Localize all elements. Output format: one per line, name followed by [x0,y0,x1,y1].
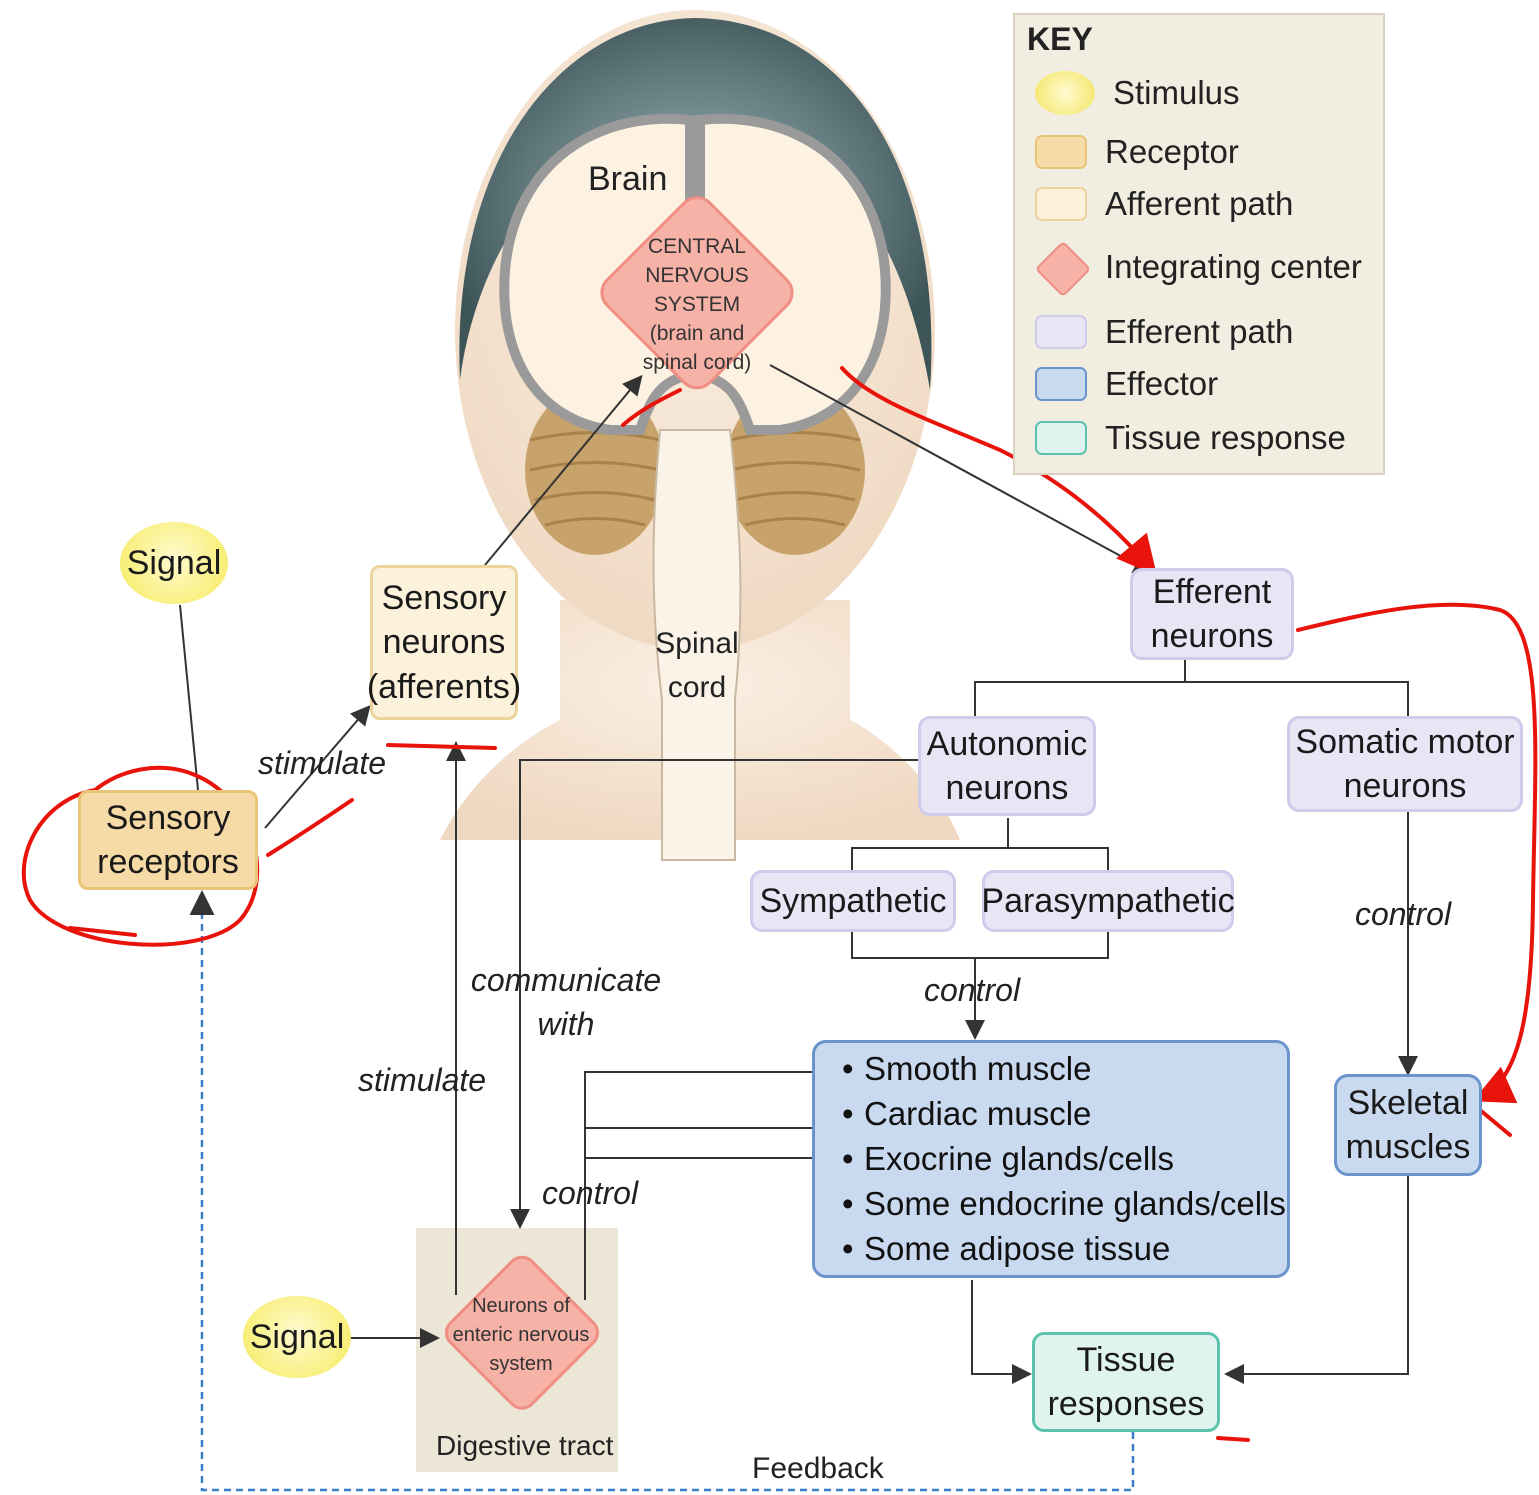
legend-title: KEY [1027,21,1093,58]
legend-item-tissue-response: Tissue response [1035,419,1346,457]
communicate-with-label: communicate with [468,958,664,1046]
signal-top: Signal [120,522,228,604]
legend-item-receptor: Receptor [1035,133,1239,171]
effector-endocrine-glands: Some endocrine glands/cells [842,1181,1290,1226]
brain-label: Brain [588,160,667,199]
control-label-somatic: control [1355,896,1451,933]
legend-swatch-receptor [1035,135,1087,169]
sensory-receptors-box: Sensory receptors [78,790,258,890]
legend-swatch-stimulus [1035,71,1095,115]
efferent-neurons-box: Efferent neurons [1130,568,1294,660]
somatic-motor-neurons-box: Somatic motor neurons [1287,716,1523,812]
legend-swatch-integrating [1035,241,1087,293]
legend-item-efferent-path: Efferent path [1035,313,1293,351]
effector-exocrine-glands: Exocrine glands/cells [842,1136,1290,1181]
stimulate-label-top: stimulate [258,745,386,782]
legend-item-stimulus: Stimulus [1035,71,1240,115]
legend-swatch-tissue [1035,421,1087,455]
sensory-neurons-box: Sensory neurons (afferents) [370,565,518,720]
stimulate-label-bottom: stimulate [358,1062,486,1099]
sympathetic-box: Sympathetic [750,870,956,932]
parasympathetic-box: Parasympathetic [982,870,1234,932]
skeletal-muscles-box: Skeletal muscles [1334,1074,1482,1176]
enteric-neurons-label: Neurons of enteric nervous system [442,1292,600,1379]
autonomic-neurons-box: Autonomic neurons [918,716,1096,816]
cns-label: CENTRAL NERVOUS SYSTEM (brain and spinal… [628,232,766,377]
legend-swatch-afferent [1035,187,1087,221]
legend-key: KEY Stimulus Receptor Afferent path Inte… [1013,13,1385,475]
legend-item-integrating-center: Integrating center [1035,241,1362,293]
legend-swatch-efferent [1035,315,1087,349]
digestive-tract-label: Digestive tract [436,1430,613,1462]
tissue-responses-box: Tissue responses [1032,1332,1220,1432]
legend-swatch-effector [1035,367,1087,401]
legend-item-afferent-path: Afferent path [1035,185,1293,223]
legend-item-effector: Effector [1035,365,1218,403]
spinal-cord-label: Spinal cord [652,622,742,710]
feedback-label: Feedback [752,1452,884,1486]
control-label-enteric: control [542,1175,638,1212]
control-label-autonomic: control [924,972,1020,1009]
effectors-list: Smooth muscle Cardiac muscle Exocrine gl… [812,1040,1290,1278]
effector-smooth-muscle: Smooth muscle [842,1046,1290,1091]
signal-bottom: Signal [243,1296,351,1378]
red-arrow-to-skeletal [1298,605,1535,1098]
effector-cardiac-muscle: Cardiac muscle [842,1091,1290,1136]
effector-adipose-tissue: Some adipose tissue [842,1226,1290,1271]
